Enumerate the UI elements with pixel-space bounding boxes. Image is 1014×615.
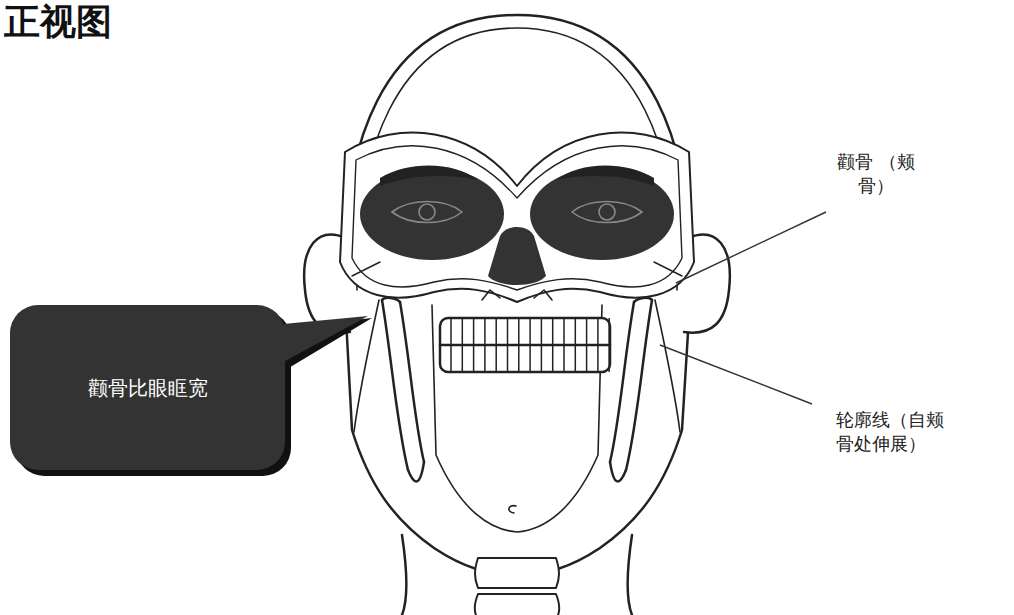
part-label: 轮廓线（自颊 骨处伸展） <box>836 408 958 457</box>
callout-text: 颧骨比眼眶宽 <box>88 375 208 401</box>
callout-bubble: 颧骨比眼眶宽 <box>10 305 285 470</box>
diagram-title: 正视图 <box>4 2 112 42</box>
part-label: 颧骨 （颊骨） <box>826 150 926 199</box>
